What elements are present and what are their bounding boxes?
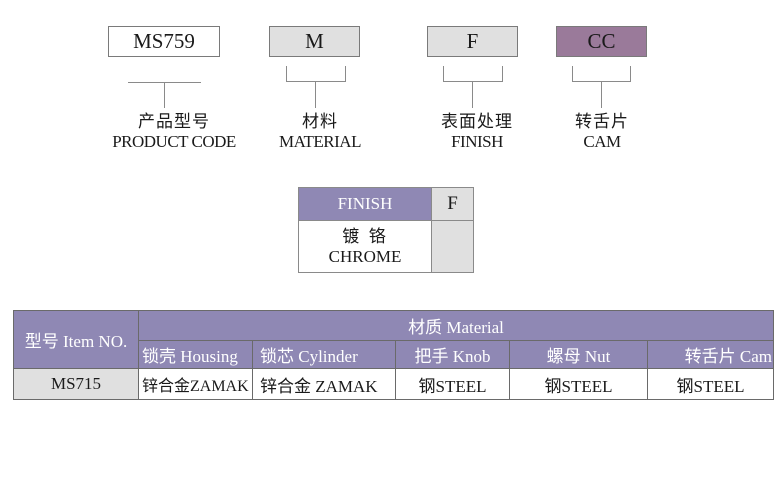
product-code-label-cn: 产品型号 [138,112,210,132]
finish-table-code: F [431,187,474,221]
product-code-stem [164,82,165,108]
table-row: MS715 锌合金ZAMAK 锌合金 ZAMAK 钢STEEL 钢STEEL 钢… [13,368,774,400]
finish-code-box: F [427,26,518,57]
material-label-cn: 材料 [302,112,338,132]
material-stem [315,82,316,108]
cam-label: 转舌片 CAM [550,112,654,152]
finish-option-code-cell [431,220,474,273]
finish-table-header: FINISH [298,187,432,221]
finish-option-cn: 镀 铬 [342,226,388,247]
column-header-knob: 把手 Knob [395,340,510,369]
finish-connector [443,66,503,82]
column-header-nut: 螺母 Nut [509,340,648,369]
cam-connector [572,66,631,82]
finish-table: FINISH F 镀 铬 CHROME [298,187,474,273]
material-label: 材料 MATERIAL [265,112,375,152]
cam-material-cell: 钢STEEL [647,368,774,400]
finish-label: 表面处理 FINISH [422,112,532,152]
knob-material-cell: 钢STEEL [395,368,510,400]
item-number-cell: MS715 [13,368,139,400]
column-header-cylinder: 锁芯 Cylinder [252,340,396,369]
spec-table: 型号 Item NO. 材质 Material 锁壳 Housing 锁芯 Cy… [13,310,774,400]
item-header: 型号 Item NO. [13,310,139,369]
cam-code-box: CC [556,26,647,57]
finish-stem [472,82,473,108]
material-header: 材质 Material [138,310,774,341]
nut-material-cell: 钢STEEL [509,368,648,400]
cylinder-material-cell: 锌合金 ZAMAK [252,368,396,400]
product-code-label: 产品型号 PRODUCT CODE [96,112,252,152]
material-label-en: MATERIAL [279,132,361,151]
product-code-box: MS759 [108,26,220,57]
finish-option-cell: 镀 铬 CHROME [298,220,432,273]
material-connector [286,66,346,82]
finish-label-en: FINISH [451,132,503,151]
finish-label-cn: 表面处理 [441,112,513,132]
cam-label-en: CAM [583,132,621,151]
product-code-label-en: PRODUCT CODE [112,132,236,151]
cam-label-cn: 转舌片 [575,112,629,132]
material-code-box: M [269,26,360,57]
cam-stem [601,82,602,108]
finish-option-en: CHROME [328,246,402,266]
column-header-housing: 锁壳 Housing [138,340,253,369]
housing-material-cell: 锌合金ZAMAK [138,368,253,400]
column-header-cam: 转舌片 Cam [647,340,774,369]
